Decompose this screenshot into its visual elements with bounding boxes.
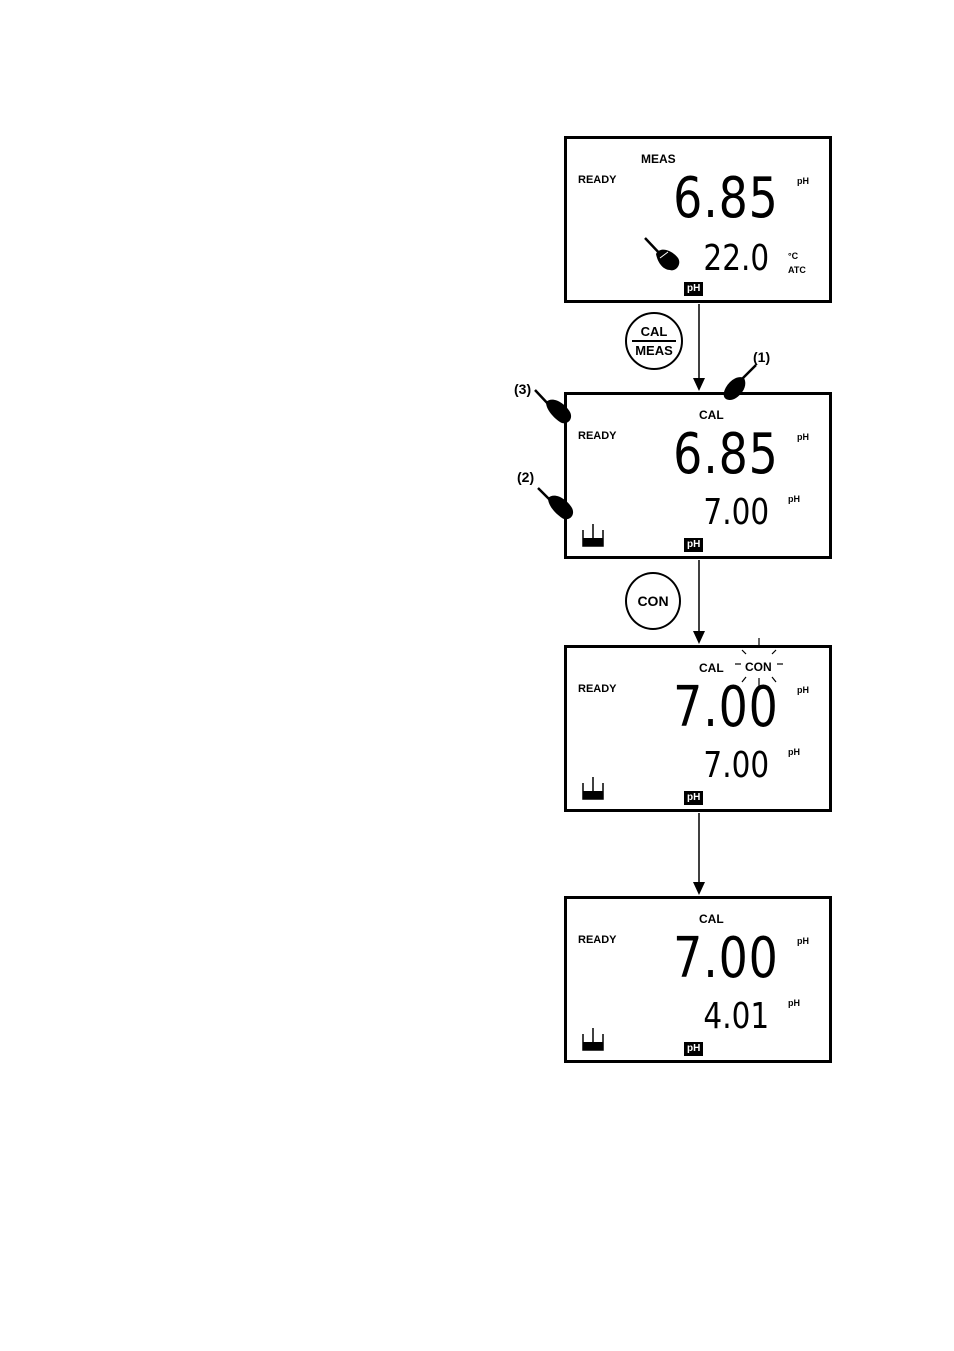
flow-arrow-1 — [693, 304, 705, 391]
beaker-icon — [583, 777, 603, 799]
blink-indicator-icon — [735, 638, 783, 688]
flow-arrow-3 — [693, 813, 705, 895]
hand-pointer-icon — [538, 488, 573, 519]
hand-pointer-icon — [645, 238, 679, 270]
beaker-icon — [583, 1028, 603, 1050]
beaker-icon — [583, 524, 603, 546]
hand-pointer-icon — [724, 365, 756, 400]
hand-pointer-icon — [535, 390, 571, 423]
flow-arrow-2 — [693, 560, 705, 644]
